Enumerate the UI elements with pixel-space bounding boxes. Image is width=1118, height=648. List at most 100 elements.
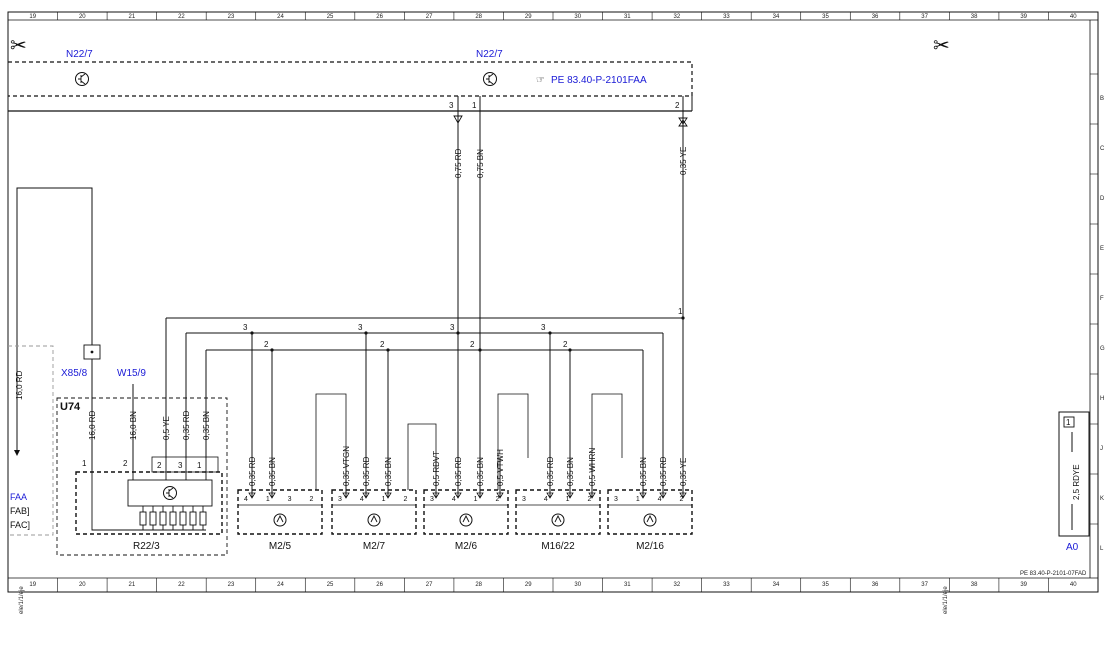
motor-outline: [515, 489, 601, 535]
column-label-top: 37: [921, 14, 928, 20]
pin-number: 1: [82, 459, 87, 468]
pin-arrow: [454, 492, 462, 499]
motor-wire-label: 0,35 RD: [454, 456, 463, 486]
r22-heater-elements: [139, 506, 207, 531]
motor-pin-number: 1: [474, 496, 478, 503]
transistor-symbol: [166, 487, 174, 499]
r22-outline: [75, 471, 223, 535]
column-label-top: 19: [29, 14, 36, 20]
column-label-bottom: 22: [178, 582, 185, 588]
wire-label-bn160: 16,0 BN: [129, 411, 138, 440]
motor-wire-label: 0,35 BN: [639, 457, 648, 486]
pin-arrow: [384, 492, 392, 499]
transistor-symbol: [78, 73, 86, 85]
motor-icon: [370, 514, 378, 523]
motor-wire-label: 0,35 YE: [679, 458, 688, 486]
pin-arrow: [432, 492, 440, 499]
column-label-top: 28: [475, 14, 482, 20]
connector-arrow: [678, 117, 688, 127]
motor-pin-number: 2: [495, 496, 499, 503]
column-label-bottom: 34: [773, 582, 780, 588]
pin-number: 3: [449, 101, 454, 110]
pin-number: 3: [450, 323, 455, 332]
pin-arrow: [639, 492, 647, 499]
row-label: B: [1100, 96, 1104, 102]
motor-pin-number: 2: [679, 496, 683, 503]
bus-drops: [165, 318, 664, 458]
column-label-bottom: 20: [79, 582, 86, 588]
column-label-top: 33: [723, 14, 730, 20]
motor-wire-label: 0,35 RD: [248, 456, 257, 486]
column-label-top: 39: [1020, 14, 1027, 20]
row-label: K: [1100, 496, 1104, 502]
u74-feed-wires: [91, 359, 134, 470]
motor-pin-number: 4: [544, 496, 548, 503]
motor-wire-label: 0,35 BN: [268, 457, 277, 486]
pin-arrow: [476, 492, 484, 499]
column-label-top: 30: [574, 14, 581, 20]
pin-number: 3: [541, 323, 546, 332]
column-label-top: 22: [178, 14, 185, 20]
column-label-bottom: 21: [129, 582, 136, 588]
fuse-panel-outline: [8, 345, 54, 536]
n22-right-label: N22/7: [476, 49, 503, 60]
scissors-icon: ✂: [933, 33, 950, 57]
column-label-top: 34: [773, 14, 780, 20]
motor-label: M2/5: [269, 541, 292, 552]
n22-module-outline: [8, 61, 693, 97]
column-label-bottom: 29: [525, 582, 532, 588]
pin-number: 3: [243, 323, 248, 332]
feed-wire: [14, 187, 93, 456]
motor-pin-number: 4: [658, 496, 662, 503]
wire-label-ye-top: 0,35 YE: [679, 147, 688, 175]
transistor-symbol: [486, 73, 494, 85]
motor-label: M2/7: [363, 541, 386, 552]
heater-element: [169, 511, 177, 526]
pin-number: 2: [123, 459, 128, 468]
motor-icon: [551, 513, 565, 527]
motor-pin-number: 2: [587, 496, 591, 503]
pin-arrow: [362, 492, 370, 499]
motor-wire-label: 0,35 BN: [566, 457, 575, 486]
column-label-top: 29: [525, 14, 532, 20]
side-label-fab: FAB]: [10, 506, 30, 516]
motor-outline: [423, 489, 509, 535]
pin-number: 1: [472, 101, 477, 110]
motor-wire-label: 0,35 RD: [546, 456, 555, 486]
reference-link[interactable]: PE 83.40-P-2101FAA: [551, 75, 647, 86]
transistor-icon: [163, 486, 177, 500]
motor-pin-number: 3: [522, 496, 526, 503]
motor-icon: [276, 514, 284, 523]
wire-label-rd035-u74: 0,35 RD: [182, 410, 191, 440]
motor-pin-number: 1: [266, 496, 270, 503]
column-label-top: 27: [426, 14, 433, 20]
reference-icon: ☞: [536, 75, 545, 86]
motor-pin-number: 3: [338, 496, 342, 503]
a0-plug-number: 1: [1066, 418, 1071, 427]
column-label-top: 31: [624, 14, 631, 20]
column-label-bottom: 30: [574, 582, 581, 588]
motor-pin-number: 3: [288, 496, 292, 503]
row-label: F: [1100, 296, 1104, 302]
row-label: G: [1100, 346, 1105, 352]
motor-pin-number: 1: [636, 496, 640, 503]
a0-label: A0: [1066, 542, 1079, 553]
heater-element: [189, 511, 197, 526]
column-label-bottom: 26: [376, 582, 383, 588]
column-label-top: 36: [872, 14, 879, 20]
doc-reference: PE 83.40-P-2101-07FAD: [1020, 571, 1087, 577]
motor-icon: [459, 513, 473, 527]
motor-pin-number: 1: [566, 496, 570, 503]
row-label: H: [1100, 396, 1104, 402]
wire-label-bn035-u74: 0,35 BN: [202, 411, 211, 440]
row-label: D: [1100, 196, 1105, 202]
wire-label-rd075: 0,75 RD: [454, 148, 463, 178]
u74-outline: [56, 397, 228, 556]
motor-label: M16/22: [541, 541, 575, 552]
motor-pin-number: 2: [309, 496, 313, 503]
junction-dots: [250, 316, 685, 352]
connector-arrow: [453, 115, 463, 124]
